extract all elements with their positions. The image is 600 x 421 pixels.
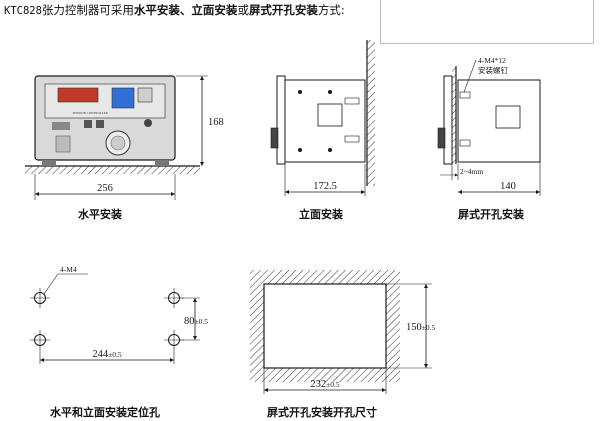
height-dim-label: 168 — [208, 117, 224, 128]
screw-spec-label: 4-M4*12 — [478, 56, 506, 65]
screw-1 — [298, 90, 302, 94]
bracket-top — [344, 97, 360, 105]
screw-2 — [298, 148, 302, 152]
controller-foot-right — [155, 160, 169, 166]
hole-top-left — [30, 288, 50, 308]
holes-v-tolerance: ±0.5 — [195, 317, 209, 326]
screw-note-label: 安装螺钉 — [478, 65, 508, 75]
mounting-holes-drawing: 4-M4 80±0.5 244±0.5 — [30, 265, 208, 364]
holes-h-value: 244 — [92, 349, 109, 360]
holes-v-value: 80 — [184, 316, 195, 327]
top-right-frame — [380, 0, 594, 44]
horizontal-mount-drawing: TENSION CONTROLLER 168 256 — [25, 75, 224, 200]
panel-switch — [144, 119, 152, 127]
cutout-h-tolerance: ±0.5 — [326, 380, 340, 389]
tension-knob-center — [110, 135, 126, 151]
holes-h-label: 244±0.5 — [92, 349, 121, 360]
screw-3 — [328, 90, 332, 94]
hole-leader — [43, 273, 59, 295]
heading-emphasis-2: 屏式开孔安装 — [248, 3, 318, 17]
side-window — [317, 103, 343, 127]
panel-indicator — [137, 87, 153, 103]
caption-screen: 屏式开孔安装 — [458, 208, 524, 221]
cutout-opening — [263, 283, 387, 369]
vertical-mount-drawing: 172.5 — [270, 40, 375, 196]
panel-button-b — [96, 120, 104, 128]
panel-socket — [55, 135, 71, 153]
cutout-v-label: 150±0.5 — [406, 322, 435, 333]
heading-middle: 张力控制器可采用 — [41, 3, 134, 17]
wall-hatch — [367, 40, 375, 186]
v-width-dim-label: 172.5 — [313, 181, 337, 192]
hole-bottom-left — [30, 330, 50, 350]
side-knob — [270, 127, 279, 149]
screw-4 — [328, 148, 332, 152]
caption-holes: 水平和立面安装定位孔 — [50, 406, 160, 419]
red-display — [57, 87, 99, 103]
screen-window — [495, 105, 521, 129]
gap-dim-label: 2~4mm — [460, 167, 483, 176]
screen-bracket-top — [459, 91, 471, 99]
caption-cutout: 屏式开孔安装开孔尺寸 — [267, 406, 377, 419]
cutout-v-value: 150 — [406, 322, 422, 333]
cutout-h-label: 232±0.5 — [310, 379, 339, 390]
heading-emphasis-1: 水平安装、立面安装 — [133, 3, 238, 17]
side-front-plate — [276, 75, 286, 165]
heading-suffix: 方式: — [317, 3, 345, 17]
caption-vertical: 立面安装 — [299, 208, 343, 221]
s-width-dim-label: 140 — [500, 181, 516, 192]
cutout-h-value: 232 — [310, 379, 326, 390]
screen-mount-drawing: 4-M4*12 安装螺钉 2~4mm 140 — [437, 56, 541, 196]
cutout-drawing: 150±0.5 232±0.5 — [250, 270, 435, 394]
model-name: KTC828 — [4, 5, 42, 17]
screen-front-plate — [443, 75, 453, 165]
page-heading: KTC828张力控制器可采用水平安装、立面安装或屏式开孔安装方式: — [4, 2, 345, 19]
holes-h-tolerance: ±0.5 — [108, 350, 122, 359]
bracket-bottom — [344, 135, 360, 143]
panel-button-a — [84, 120, 92, 128]
controller-foot-left — [42, 160, 56, 166]
caption-horizontal: 水平安装 — [78, 208, 122, 221]
holes-v-label: 80±0.5 — [184, 316, 208, 327]
heading-conjunction: 或 — [237, 3, 249, 17]
device-label: TENSION CONTROLLER — [72, 111, 108, 115]
hole-spec-label: 4-M4 — [60, 265, 77, 274]
panel-wall-hatch — [452, 66, 456, 164]
screw-leader — [463, 59, 477, 93]
width-dim-label: 256 — [97, 183, 113, 194]
cutout-v-tolerance: ±0.5 — [422, 323, 436, 332]
floor-hatch — [25, 166, 200, 174]
blue-display — [111, 87, 135, 109]
screen-knob — [437, 127, 446, 149]
screen-bracket-bottom — [459, 139, 471, 147]
panel-button-left — [52, 122, 70, 130]
